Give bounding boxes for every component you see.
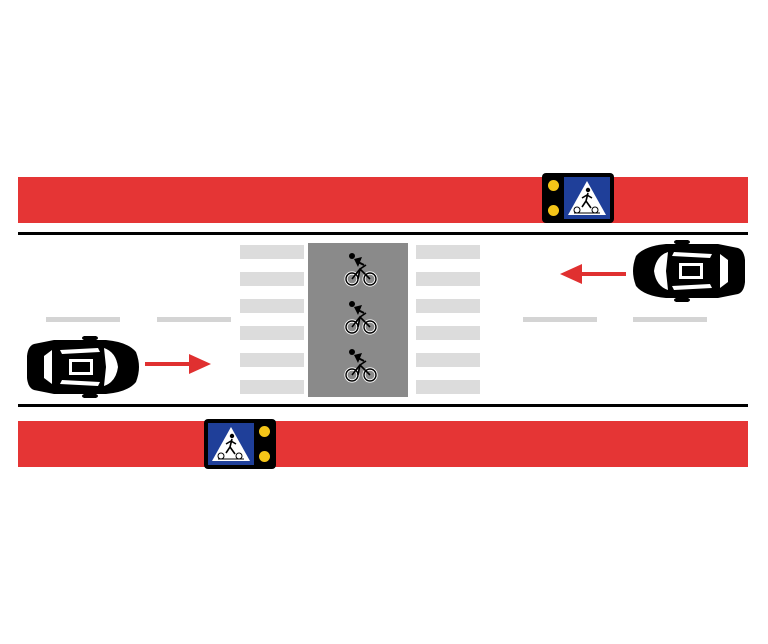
beacon-lamp bbox=[548, 180, 559, 191]
beacon-lamp bbox=[548, 205, 559, 216]
lane-dash bbox=[523, 317, 597, 322]
top-road-edge bbox=[18, 232, 748, 235]
car-right bbox=[632, 240, 748, 302]
top-curb bbox=[18, 177, 748, 223]
car-top-view-icon bbox=[27, 336, 139, 398]
zebra-stripe bbox=[416, 299, 480, 313]
zebra-stripe bbox=[416, 353, 480, 367]
bottom-road-edge bbox=[18, 404, 748, 407]
arrow-right-icon bbox=[145, 354, 211, 374]
zebra-stripe bbox=[416, 326, 480, 340]
zebra-stripe bbox=[240, 272, 304, 286]
cyclist-icon bbox=[344, 347, 378, 383]
arrow-left bbox=[558, 263, 626, 285]
beacon-lamp bbox=[259, 426, 270, 437]
car-top-view-icon bbox=[633, 240, 745, 302]
lane-dash bbox=[157, 317, 231, 322]
zebra-stripe bbox=[240, 299, 304, 313]
beacon-lamp bbox=[259, 451, 270, 462]
crossing-sign bbox=[564, 177, 610, 219]
bike-lane-crossing bbox=[308, 243, 408, 397]
car-left bbox=[24, 336, 140, 398]
zebra-stripe bbox=[240, 245, 304, 259]
zebra-stripe bbox=[416, 380, 480, 394]
pedestrian-cyclist-crossing-sign-icon bbox=[568, 181, 606, 215]
beacon-top bbox=[542, 173, 614, 223]
bottom-curb bbox=[18, 421, 748, 467]
arrow-right bbox=[145, 353, 213, 375]
cyclist-icon bbox=[344, 251, 378, 287]
zebra-stripe bbox=[240, 326, 304, 340]
lane-dash bbox=[46, 317, 120, 322]
beacon-bottom bbox=[204, 419, 276, 469]
zebra-stripe bbox=[416, 245, 480, 259]
crossing-sign bbox=[208, 423, 254, 465]
zebra-stripe bbox=[240, 353, 304, 367]
zebra-stripe bbox=[240, 380, 304, 394]
arrow-left-icon bbox=[560, 264, 626, 284]
lane-dash bbox=[633, 317, 707, 322]
pedestrian-cyclist-crossing-sign-icon bbox=[212, 427, 250, 461]
cyclist-icon bbox=[344, 299, 378, 335]
zebra-stripe bbox=[416, 272, 480, 286]
